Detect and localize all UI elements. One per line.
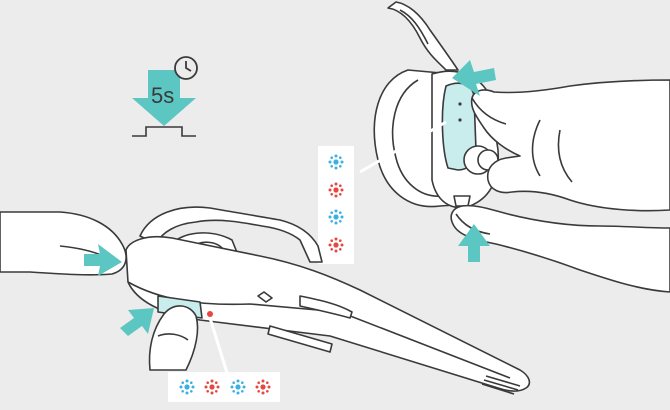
press-arrow-bottom-left xyxy=(120,308,154,336)
clock-icon xyxy=(175,57,197,79)
hand-bottom xyxy=(150,306,198,370)
leader-line-bottom xyxy=(210,318,228,376)
button-press-symbol-icon xyxy=(132,127,196,136)
press-duration-label: 5s xyxy=(151,83,174,109)
led-status-icon xyxy=(207,311,213,317)
hand-upper xyxy=(472,80,670,211)
hand-lower xyxy=(451,206,670,292)
